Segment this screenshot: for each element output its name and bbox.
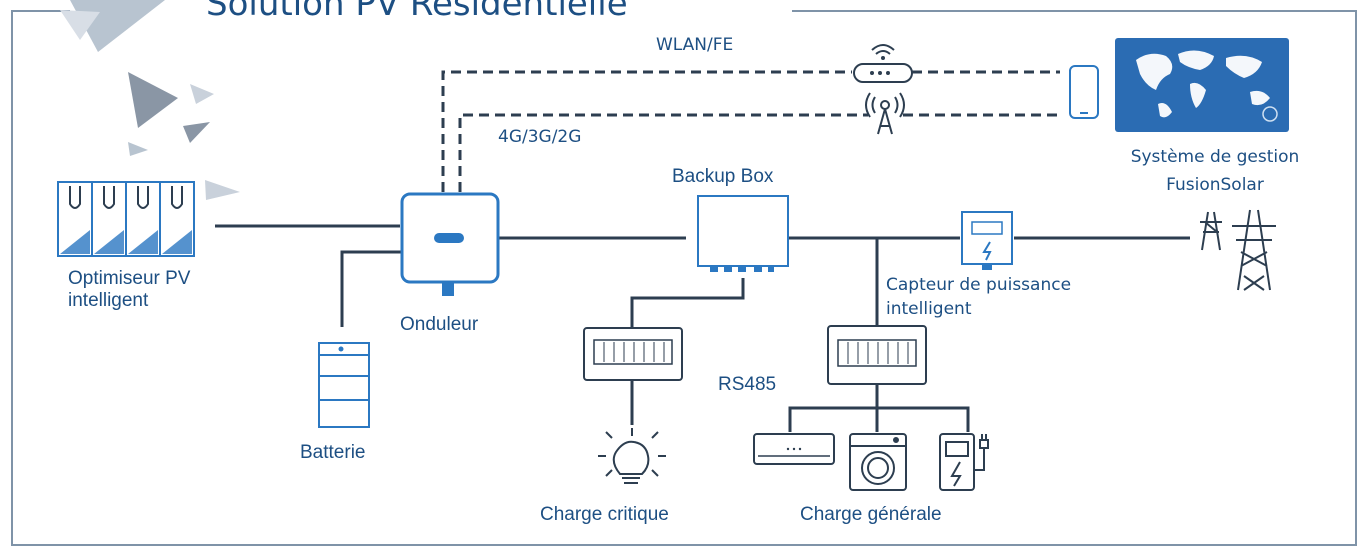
power-lines — [215, 224, 1190, 432]
phone-icon — [1069, 65, 1099, 119]
optimizer-label-line2: intelligent — [68, 290, 149, 311]
inverter-label: Onduleur — [400, 314, 479, 335]
inverter-icon — [400, 192, 500, 296]
distribution-panel-critical-icon — [583, 327, 683, 381]
wlan-label: WLAN/FE — [656, 35, 734, 55]
pv-optimizer-icon — [57, 181, 195, 257]
backup-box-label: Backup Box — [672, 166, 774, 187]
management-label-line2: FusionSolar — [1166, 175, 1264, 195]
grid-tower-icon — [1200, 209, 1276, 291]
light-bulb-icon — [598, 428, 666, 484]
frame — [11, 0, 1357, 546]
air-conditioner-icon — [753, 433, 835, 465]
cell-tower-icon — [865, 92, 905, 135]
ev-charger-icon — [939, 433, 989, 491]
optimizer-label-line1: Optimiseur PV — [68, 268, 191, 289]
backup-box-icon — [697, 195, 789, 272]
world-map-icon — [1115, 38, 1289, 132]
general-load-label: Charge générale — [800, 504, 942, 525]
cellular-label: 4G/3G/2G — [498, 127, 582, 147]
battery-icon — [318, 342, 370, 428]
page-title: Solution PV Résidentielle — [206, 0, 628, 24]
smart-meter-icon — [961, 211, 1013, 270]
management-label-line1: Système de gestion — [1130, 147, 1300, 167]
rs485-label: RS485 — [718, 374, 777, 395]
comm-links — [441, 70, 1060, 192]
distribution-panel-general-icon — [827, 325, 927, 385]
meter-label-line1: Capteur de puissance — [886, 275, 1072, 295]
router-icon — [853, 44, 913, 83]
meter-label-line2: intelligent — [886, 299, 972, 319]
battery-label: Batterie — [300, 442, 366, 463]
critical-load-label: Charge critique — [540, 504, 669, 525]
washing-machine-icon — [849, 433, 907, 491]
